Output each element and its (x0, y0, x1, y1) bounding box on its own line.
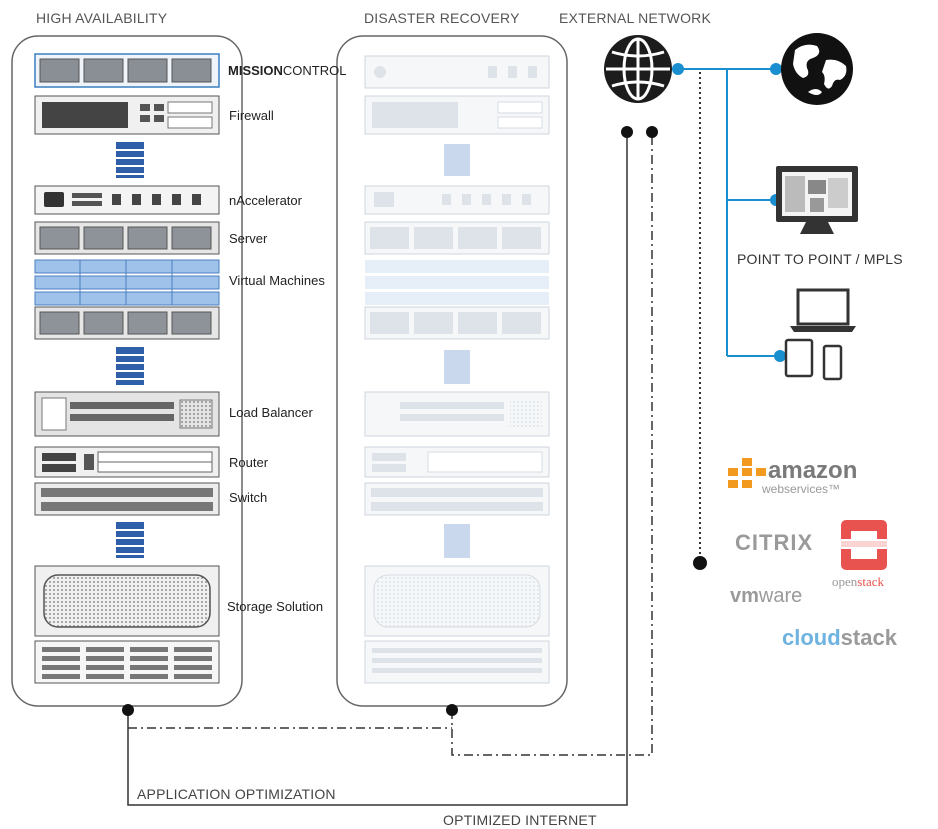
cloudstack-logo: cloudstack (782, 625, 897, 651)
openstack-logo: openstack (832, 574, 884, 590)
external-network-globe-icon (604, 35, 672, 103)
cloudstack-logo-cloud: cloud (782, 625, 841, 650)
mission-control-label: MISSIONCONTROL (228, 63, 346, 78)
mission-control-label-rest: CONTROL (282, 63, 347, 78)
virtual-machines-unit (34, 259, 220, 306)
openstack-logo-shape (841, 520, 887, 570)
router-label: Router (229, 455, 269, 470)
vmware-logo-ware: ware (758, 585, 803, 607)
application-optimization-label: APPLICATION OPTIMIZATION (137, 786, 336, 802)
server-unit-2 (34, 306, 220, 340)
point-to-point-label: POINT TO POINT / MPLS (737, 251, 903, 267)
citrix-logo: CITRIX (735, 530, 814, 555)
laptop-icon (790, 288, 856, 332)
router-unit (34, 446, 220, 478)
dr-cable-bundles (444, 144, 470, 558)
load-balancer-unit (34, 391, 220, 437)
vmware-logo-vm: vm (730, 585, 759, 607)
desktop-monitor-icon (776, 166, 858, 234)
server-unit (34, 221, 220, 255)
optimized-internet-line (451, 132, 653, 756)
optimized-internet-label: OPTIMIZED INTERNET (443, 812, 597, 828)
openstack-logo-stack: stack (857, 574, 884, 589)
dr-details (365, 66, 549, 673)
virtual-machines-label: Virtual Machines (229, 273, 325, 288)
phone-icon (822, 344, 843, 381)
vmware-logo: vmware (730, 585, 802, 608)
cable-bundle-3 (116, 522, 144, 558)
naccelerator-label: nAccelerator (229, 193, 302, 208)
naccelerator-unit (34, 185, 220, 215)
storage-shelf-unit (34, 640, 220, 684)
cable-bundle-2 (116, 347, 144, 385)
storage-solution-label: Storage Solution (227, 599, 324, 614)
amazon-logo-subtext: webservices™ (762, 482, 841, 496)
internet-earth-icon (781, 33, 853, 105)
disaster-recovery-heading: DISASTER RECOVERY (364, 10, 520, 26)
amazon-logo: amazon webservices™ (762, 457, 878, 497)
openstack-logo-open: open (832, 574, 858, 589)
mission-control-label-bold: MISSION (228, 63, 283, 78)
high-availability-heading: HIGH AVAILABILITY (36, 10, 168, 26)
firewall-label: Firewall (229, 108, 274, 123)
amazon-logo-text: amazon (768, 457, 858, 484)
switch-label: Switch (229, 490, 268, 505)
cable-bundle (116, 142, 144, 178)
application-optimization-line (127, 132, 628, 806)
amazon-logo-boxes (728, 458, 766, 488)
firewall-unit (34, 95, 220, 135)
server-label: Server (229, 231, 268, 246)
tablet-icon (784, 338, 814, 378)
load-balancer-label: Load Balancer (229, 405, 313, 420)
external-network-heading: EXTERNAL NETWORK (559, 10, 712, 26)
mission-control-unit (34, 53, 220, 88)
storage-solution-unit (34, 565, 220, 637)
network-links (678, 68, 780, 357)
switch-unit (34, 482, 220, 516)
cloudstack-logo-stack: stack (840, 625, 897, 650)
